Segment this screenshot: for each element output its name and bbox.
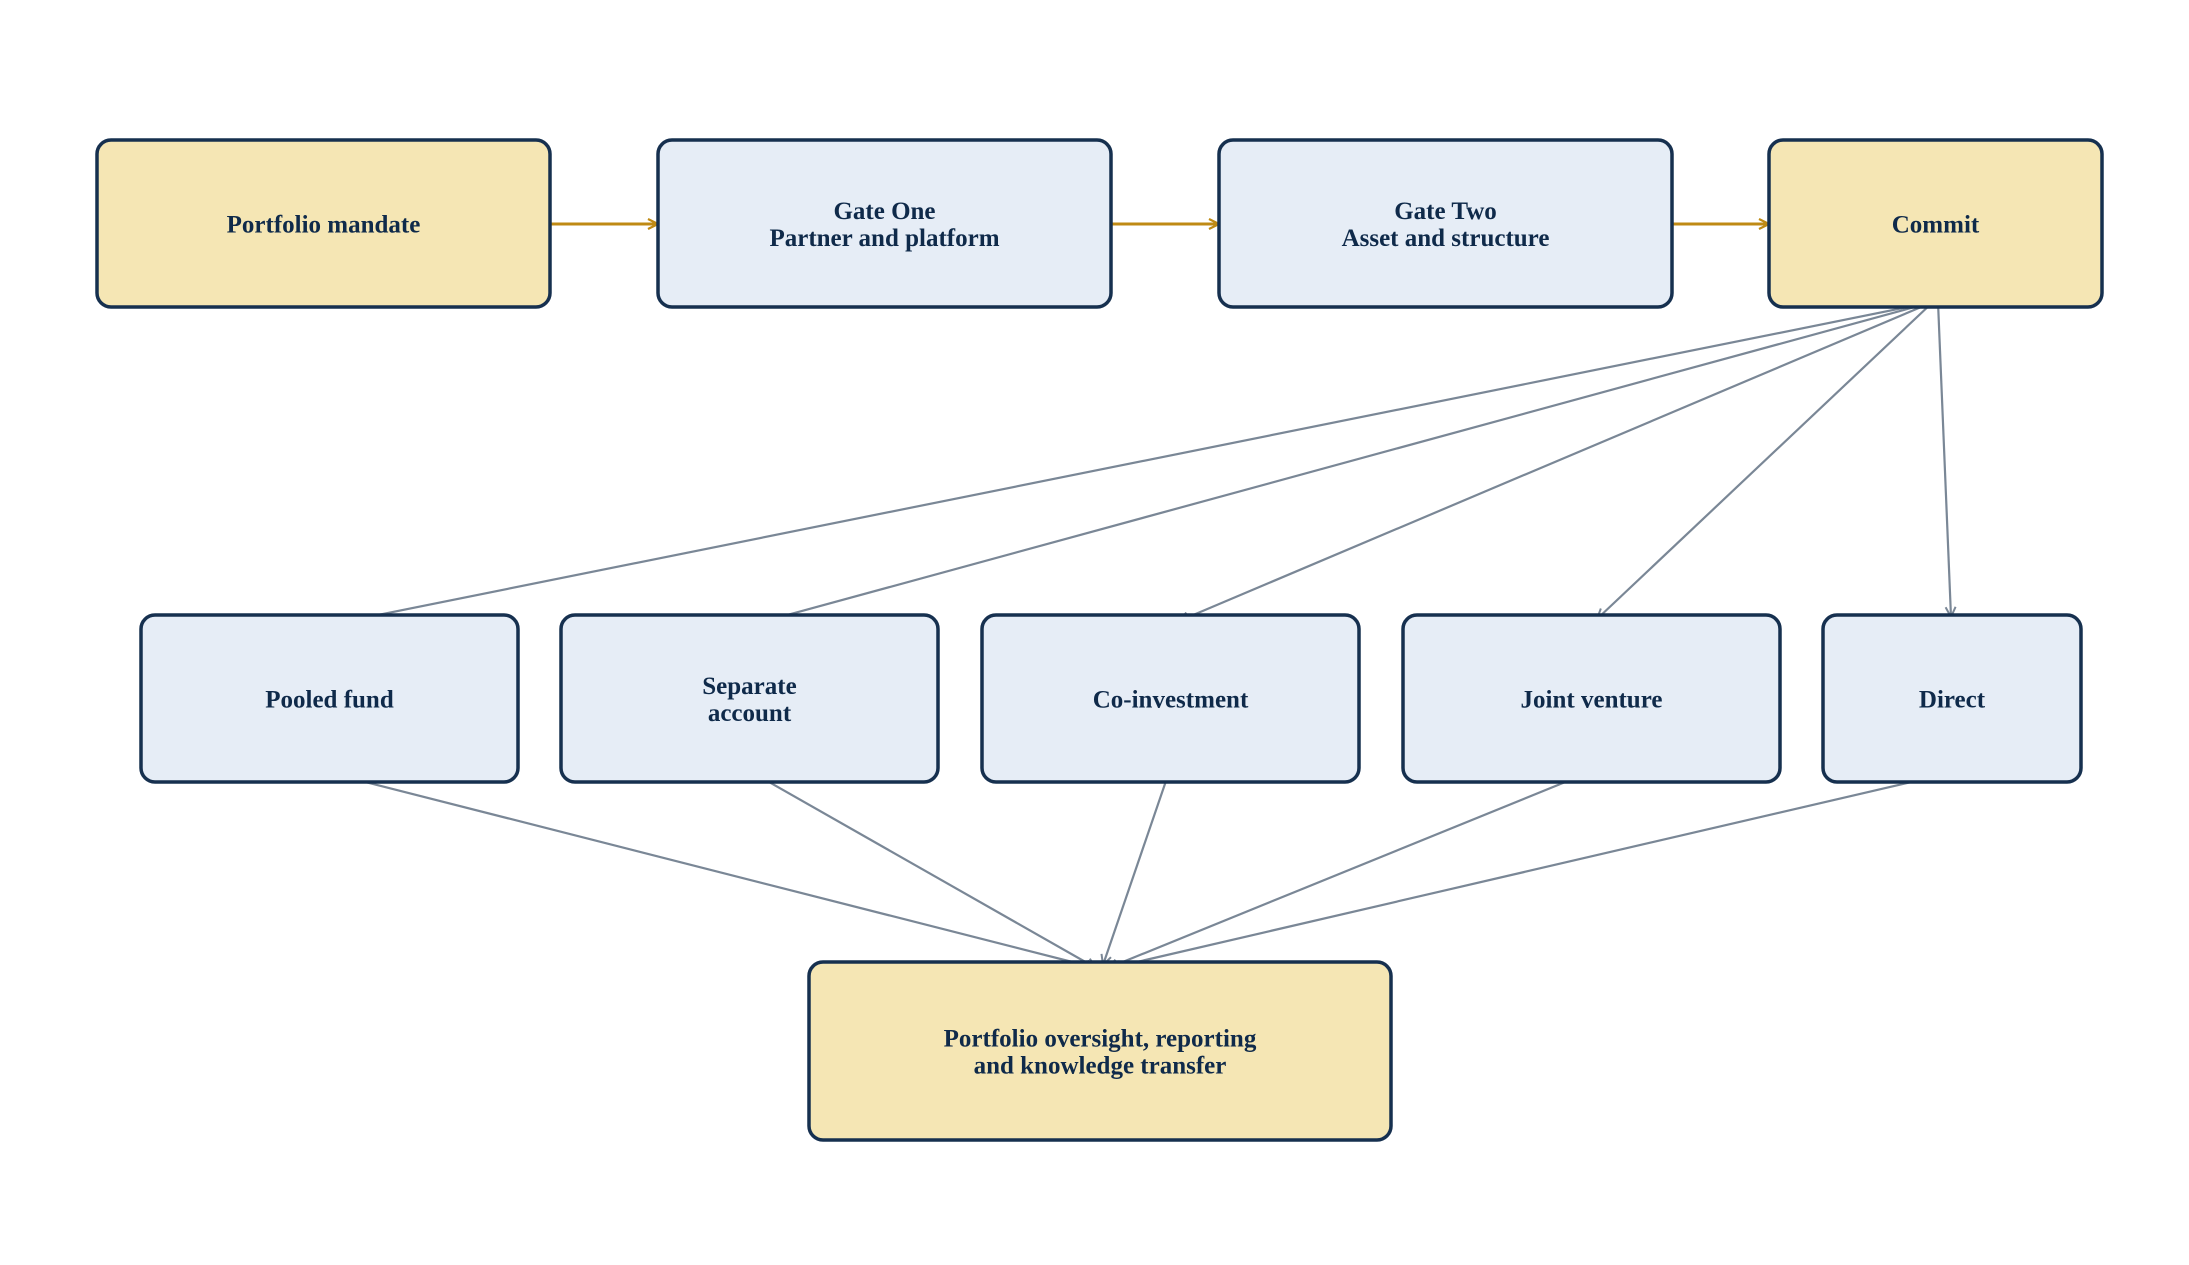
arrow-commit-to-separate-account <box>758 300 1934 623</box>
node-label: Portfolio oversight, reporting <box>944 1026 1257 1053</box>
arrow-co-investment-to-oversight <box>1103 777 1169 965</box>
node-label: Commit <box>1892 212 1980 239</box>
node-box <box>95 138 552 309</box>
node-label: account <box>708 700 792 727</box>
node-box <box>1401 613 1782 784</box>
node-box <box>139 613 520 784</box>
arrow-commit-to-joint-venture <box>1597 301 1934 619</box>
node-pooled-fund: Pooled fund <box>139 613 520 784</box>
node-label: Direct <box>1919 687 1986 714</box>
node-label: Separate <box>702 673 796 700</box>
node-mandate: Portfolio mandate <box>95 138 552 309</box>
node-box <box>559 613 940 784</box>
node-label: Gate One <box>833 198 935 225</box>
arrow-pooled-fund-to-oversight <box>333 772 1096 968</box>
arrow-joint-venture-to-oversight <box>1108 772 1586 968</box>
node-box <box>656 138 1113 309</box>
node-box <box>980 613 1361 784</box>
node-commit: Commit <box>1767 138 2104 309</box>
node-label: Co-investment <box>1093 687 1249 714</box>
arrow-commit-to-pooled-fund <box>338 300 1934 623</box>
node-label: Partner and platform <box>769 225 999 252</box>
node-label: Joint venture <box>1521 687 1663 714</box>
connectors <box>333 224 1951 968</box>
node-label: Asset and structure <box>1342 225 1550 252</box>
node-box <box>1821 613 2083 784</box>
node-box <box>1217 138 1674 309</box>
node-co-investment: Co-investment <box>980 613 1361 784</box>
node-box <box>807 960 1393 1142</box>
node-label: Pooled fund <box>265 687 394 714</box>
arrow-separate-account-to-oversight <box>754 773 1096 968</box>
node-box <box>1767 138 2104 309</box>
node-joint-venture: Joint venture <box>1401 613 1782 784</box>
node-label: Portfolio mandate <box>227 212 421 239</box>
arrow-commit-to-direct <box>1936 301 1951 617</box>
node-direct: Direct <box>1821 613 2083 784</box>
node-label: Gate Two <box>1394 198 1497 225</box>
arrow-commit-to-co-investment <box>1179 300 1934 621</box>
arrow-direct-to-oversight <box>1111 772 1947 968</box>
node-label: and knowledge transfer <box>974 1053 1227 1080</box>
